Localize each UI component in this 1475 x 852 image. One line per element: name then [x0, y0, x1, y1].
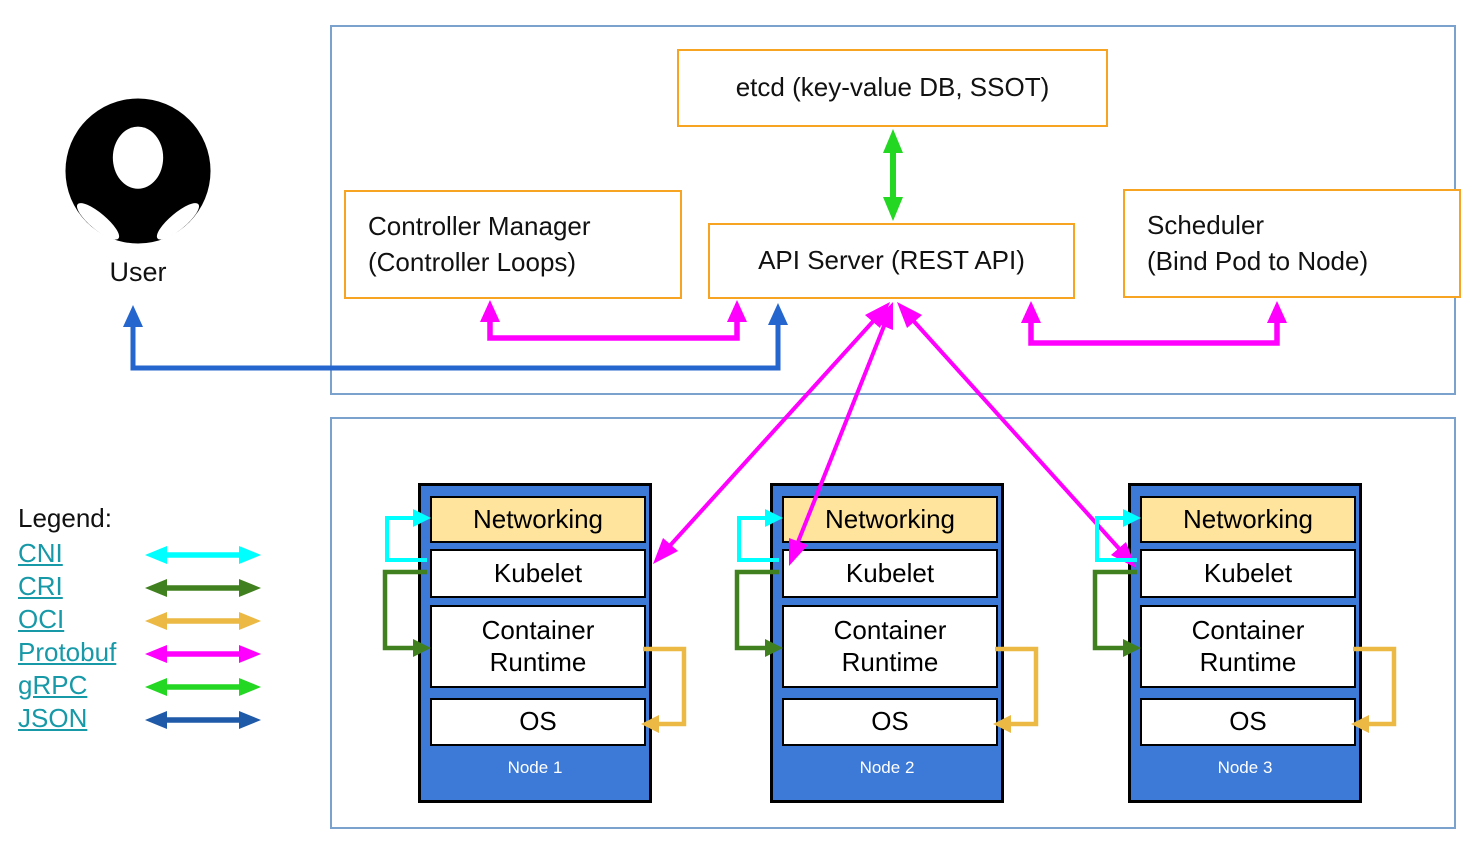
legend-item-json: JSON [18, 703, 288, 736]
legend-link-json[interactable]: JSON [18, 703, 88, 733]
scheduler-box: Scheduler (Bind Pod to Node) [1123, 189, 1461, 298]
legend-item-cni: CNI [18, 538, 288, 571]
cri-arrow-icon [145, 579, 261, 597]
node-3-box: Networking Kubelet Container Runtime OS … [1128, 483, 1362, 803]
container-runtime-box: Container Runtime [782, 605, 998, 688]
controller-manager-label: Controller Manager (Controller Loops) [368, 210, 591, 277]
kubelet-box: Kubelet [782, 549, 998, 598]
api-server-label: API Server (REST API) [758, 245, 1025, 276]
legend-link-grpc[interactable]: gRPC [18, 670, 88, 700]
container-runtime-box: Container Runtime [430, 605, 646, 688]
container-runtime-box: Container Runtime [1140, 605, 1356, 688]
node-label: Node 2 [859, 758, 915, 777]
etcd-label: etcd (key-value DB, SSOT) [735, 72, 1050, 103]
legend-item-grpc: gRPC [18, 670, 288, 703]
legend-link-cri[interactable]: CRI [18, 571, 63, 601]
os-box: OS [1140, 698, 1356, 746]
scheduler-label: Scheduler (Bind Pod to Node) [1147, 209, 1369, 276]
user-label: User [109, 257, 167, 287]
cni-arrow-icon [145, 546, 261, 564]
protobuf-arrow-icon [145, 645, 261, 663]
kubelet-box: Kubelet [430, 549, 646, 598]
legend: Legend: CNI CRI OCI [18, 503, 288, 736]
node-label: Node 3 [1217, 758, 1273, 777]
legend-link-oci[interactable]: OCI [18, 604, 65, 634]
user-icon [65, 98, 211, 244]
legend-item-oci: OCI [18, 604, 288, 637]
legend-title: Legend: [18, 503, 112, 533]
etcd-box: etcd (key-value DB, SSOT) [677, 49, 1108, 127]
networking-box: Networking [430, 496, 646, 543]
legend-item-protobuf: Protobuf [18, 637, 288, 670]
legend-link-cni[interactable]: CNI [18, 538, 63, 568]
oci-arrow-icon [145, 612, 261, 630]
node-1-box: Networking Kubelet Container Runtime OS … [418, 483, 652, 803]
os-box: OS [430, 698, 646, 746]
grpc-arrow-icon [145, 678, 261, 696]
networking-box: Networking [782, 496, 998, 543]
api-server-box: API Server (REST API) [708, 223, 1075, 299]
node-2-box: Networking Kubelet Container Runtime OS … [770, 483, 1004, 803]
kubelet-box: Kubelet [1140, 549, 1356, 598]
networking-box: Networking [1140, 496, 1356, 543]
controller-manager-box: Controller Manager (Controller Loops) [344, 190, 682, 299]
json-arrow-icon [145, 711, 261, 729]
os-box: OS [782, 698, 998, 746]
legend-item-cri: CRI [18, 571, 288, 604]
node-label: Node 1 [507, 758, 563, 777]
legend-link-protobuf[interactable]: Protobuf [18, 637, 117, 667]
